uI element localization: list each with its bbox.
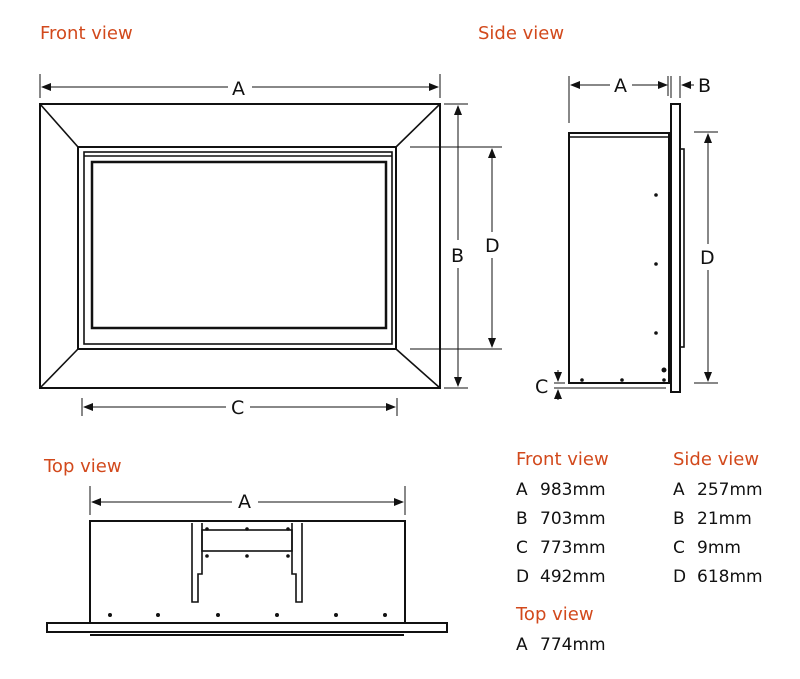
top-label-a: A	[238, 491, 251, 513]
front-view-drawing	[39, 74, 502, 416]
front-label-b: B	[451, 245, 464, 267]
side-label-a: A	[614, 75, 627, 97]
side-label-d: D	[700, 247, 715, 269]
front-label-a: A	[232, 78, 245, 100]
top-view-drawing	[46, 486, 448, 636]
side-view-title: Side view	[478, 23, 565, 44]
specs-front-title: Front view	[516, 449, 609, 470]
specs-top-title: Top view	[516, 604, 594, 625]
top-view-title: Top view	[44, 456, 122, 477]
front-label-d: D	[485, 235, 500, 257]
side-label-c: C	[535, 376, 548, 398]
front-view-title: Front view	[40, 23, 133, 44]
side-label-b: B	[698, 75, 711, 97]
front-label-c: C	[231, 397, 244, 419]
side-view-drawing	[554, 76, 718, 400]
specs-side-title: Side view	[673, 449, 760, 470]
